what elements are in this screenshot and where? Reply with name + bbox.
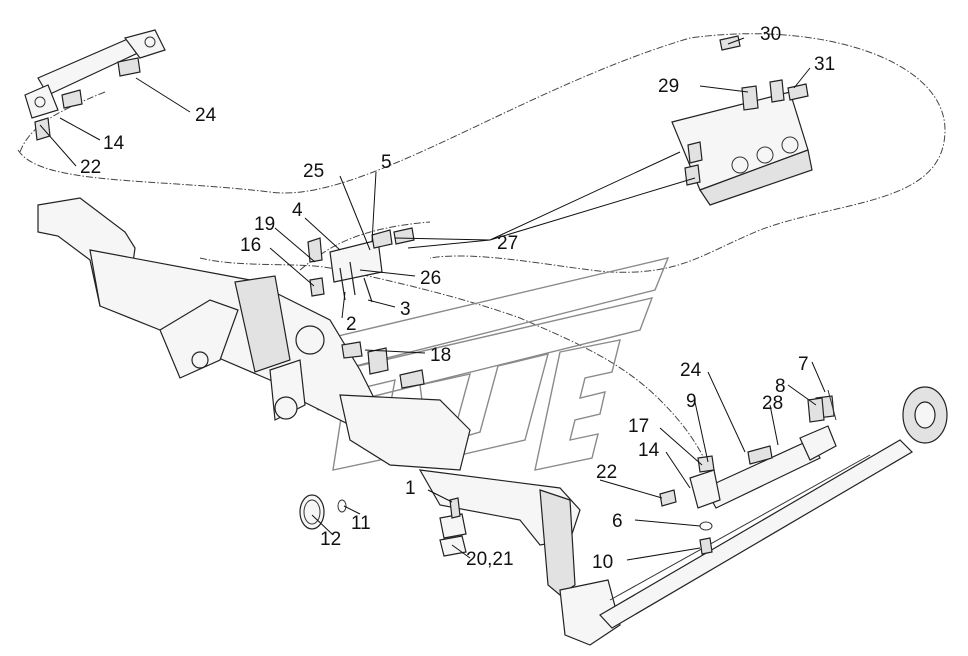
callout-14-top: 14 [103, 133, 125, 154]
callout-17: 17 [628, 416, 649, 437]
cylinder-top [24, 29, 166, 141]
callout-2: 2 [346, 314, 357, 335]
callout-30: 30 [760, 24, 781, 45]
callout-4: 4 [292, 200, 303, 221]
callout-12: 12 [320, 529, 341, 550]
callout-labels: 24 14 22 25 5 4 19 16 27 26 3 2 18 30 29… [80, 24, 835, 573]
callout-28: 28 [762, 393, 783, 414]
callout-24-top: 24 [195, 105, 217, 126]
callout-24-lower: 24 [680, 360, 702, 381]
control-valve [671, 35, 813, 206]
callout-25: 25 [303, 161, 324, 182]
callout-3: 3 [400, 299, 411, 320]
centre-fittings [307, 227, 425, 389]
callout-8: 8 [775, 376, 786, 397]
callout-14-lower: 14 [638, 440, 660, 461]
callout-9: 9 [686, 391, 697, 412]
cylinder-lower [659, 395, 837, 555]
callout-27: 27 [497, 233, 518, 254]
implement-arm [599, 386, 948, 629]
callout-5: 5 [381, 152, 392, 173]
callout-20-21: 20,21 [466, 549, 514, 570]
hose-routing [17, 33, 946, 471]
callout-31: 31 [814, 54, 835, 75]
callout-11: 11 [351, 513, 371, 534]
callout-1: 1 [405, 478, 416, 499]
callout-22-top: 22 [80, 157, 101, 178]
callout-10: 10 [592, 552, 613, 573]
callout-7: 7 [798, 354, 809, 375]
callout-19: 19 [254, 214, 275, 235]
callout-18: 18 [430, 345, 451, 366]
callout-26: 26 [420, 268, 441, 289]
tractor-frame [37, 197, 621, 646]
callout-6: 6 [612, 511, 623, 532]
callout-16: 16 [240, 235, 261, 256]
leader-lines [39, 37, 826, 561]
callout-29: 29 [658, 76, 679, 97]
callout-22-lower: 22 [596, 462, 617, 483]
